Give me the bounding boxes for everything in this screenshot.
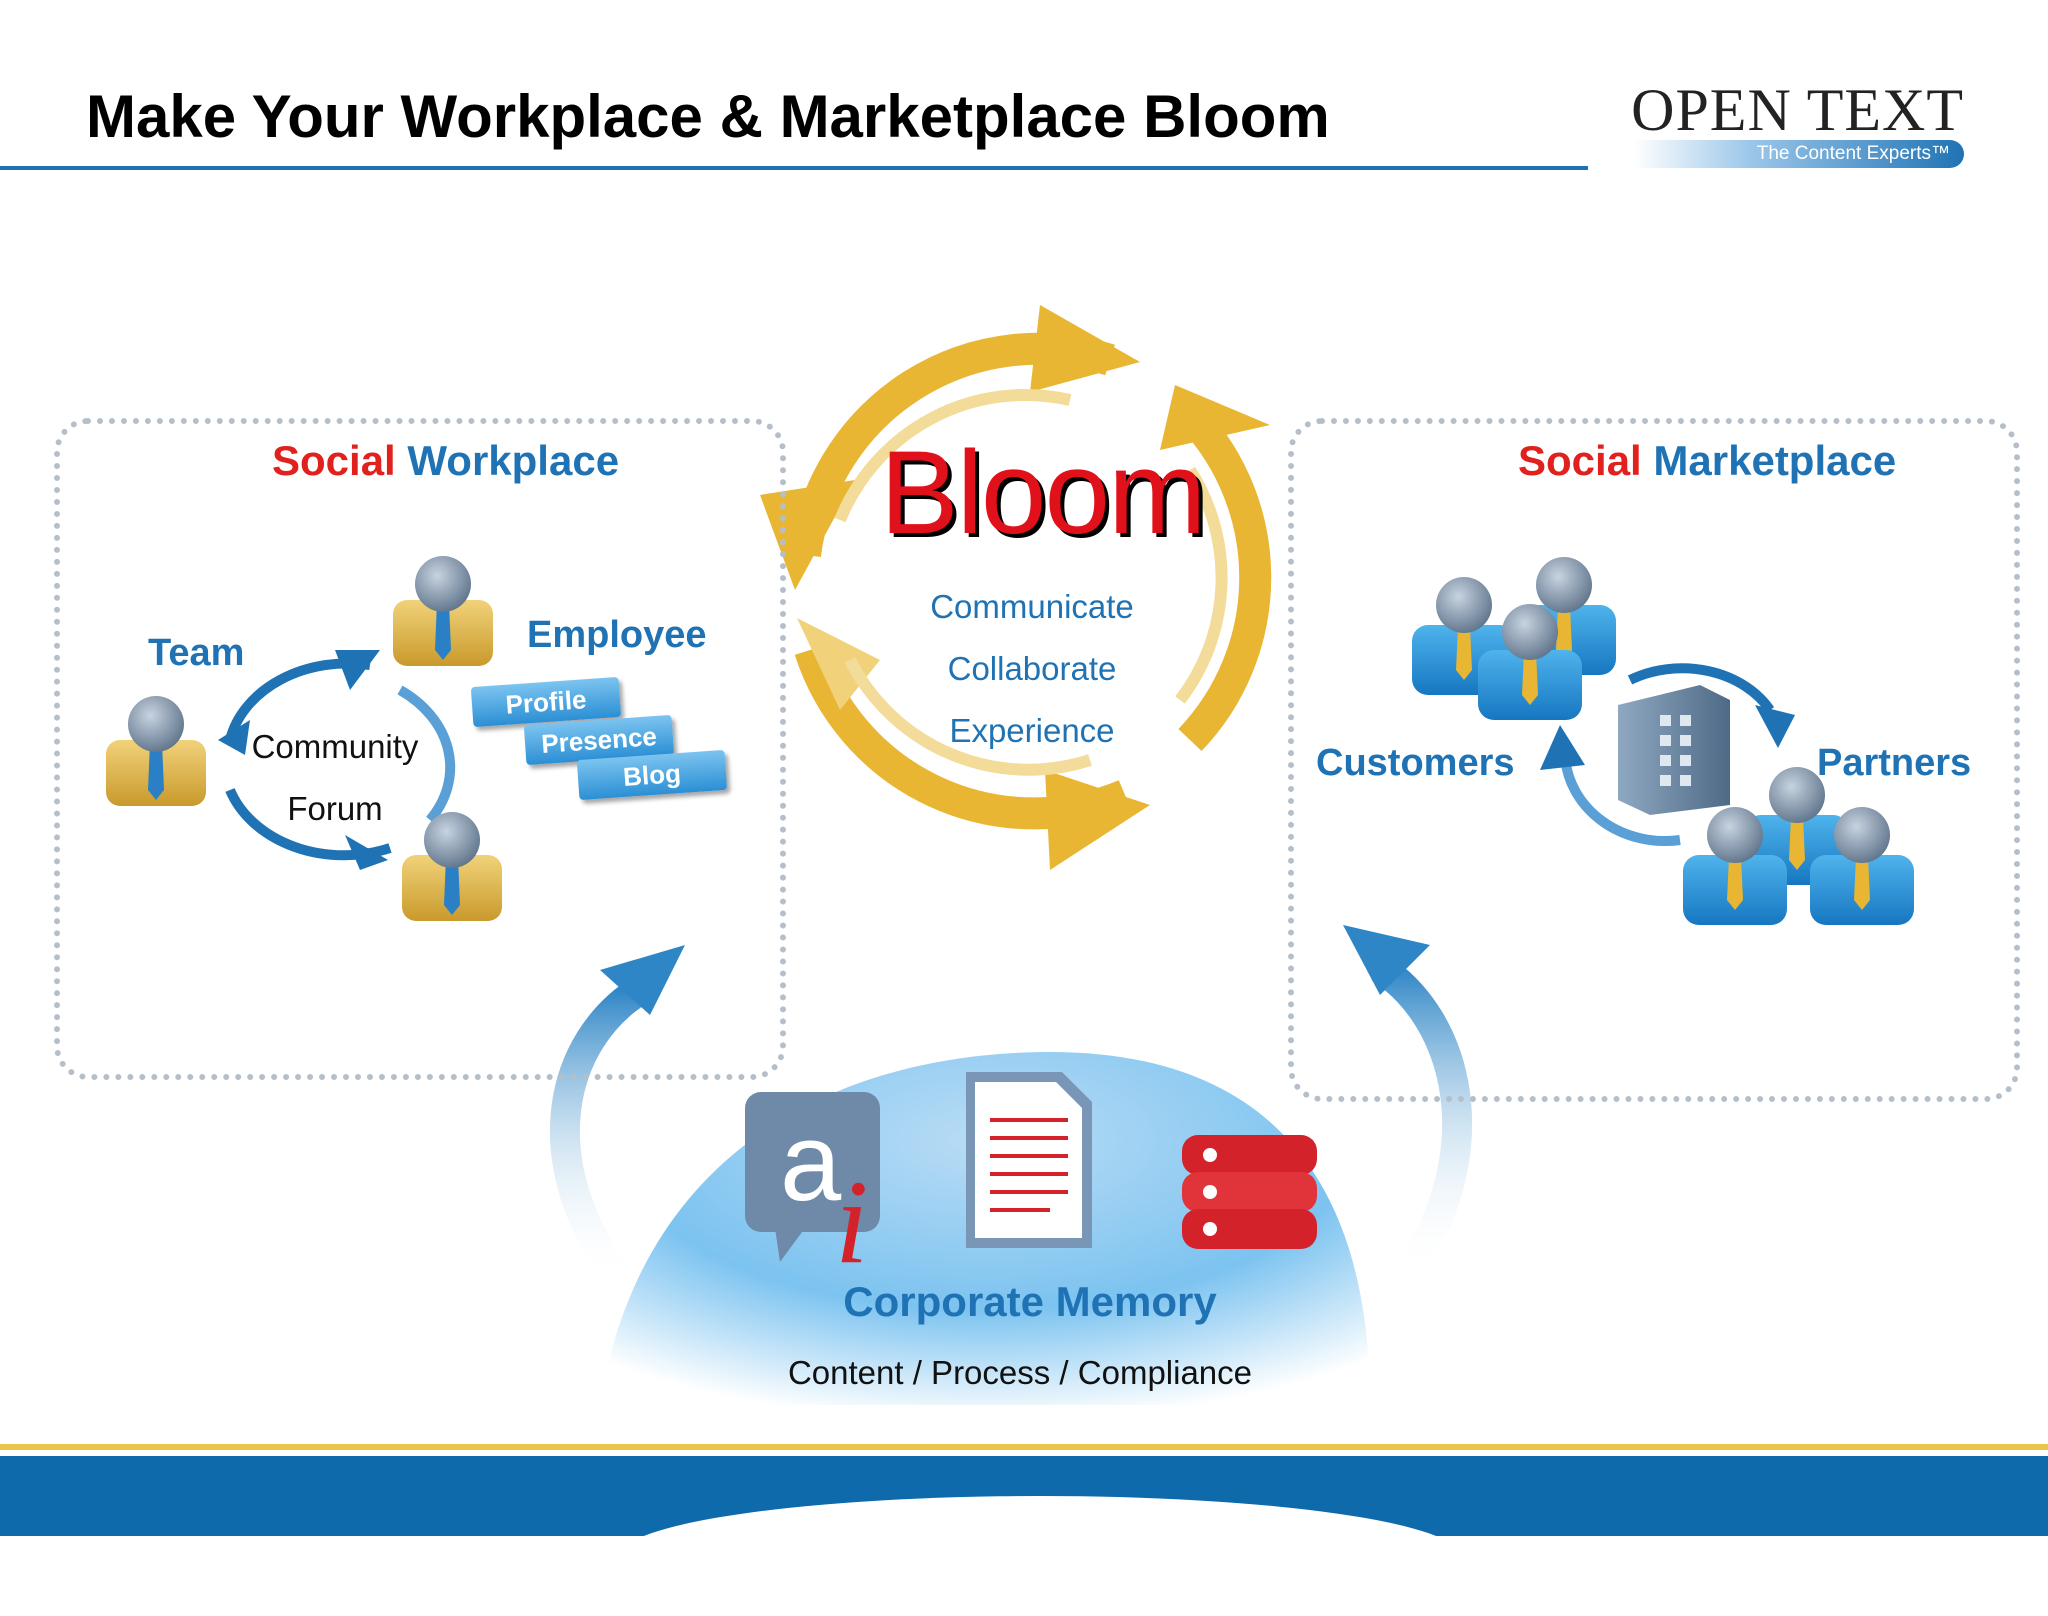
forum-person-icon <box>402 812 502 921</box>
verb-collaborate: Collaborate <box>947 650 1117 687</box>
customers-label: Customers <box>1316 742 1515 784</box>
employee-label: Employee <box>527 614 707 656</box>
marketplace-cycle-arrows <box>1540 663 1795 847</box>
partners-label: Partners <box>1817 742 1972 784</box>
arrow-memory-to-marketplace <box>1343 925 1473 1279</box>
svg-text:i: i <box>835 1155 868 1288</box>
opentext-logo: OPEN TEXT <box>1631 77 1964 143</box>
team-label: Team <box>148 632 245 674</box>
arrow-memory-to-workplace <box>550 945 685 1289</box>
partners-group-icon <box>1683 767 1914 925</box>
workplace-heading: Social Workplace <box>272 437 620 484</box>
verb-experience: Experience <box>949 712 1115 749</box>
information-icon: a i <box>745 1092 880 1288</box>
svg-text:a: a <box>780 1101 842 1224</box>
social-workplace-panel <box>54 418 786 1080</box>
verb-communicate: Communicate <box>930 588 1134 625</box>
corporate-memory-subtitle: Content / Process / Compliance <box>787 1354 1253 1391</box>
community-label: Community <box>251 728 419 765</box>
footer-gold-line <box>0 1444 2048 1450</box>
corporate-memory-title: Corporate Memory <box>843 1278 1217 1325</box>
document-icon <box>966 1072 1092 1248</box>
team-person-icon <box>106 696 206 806</box>
community-cycle-arrows <box>218 650 456 870</box>
footer-arc <box>620 1496 1460 1616</box>
employee-person-icon <box>393 556 493 666</box>
slide-title: Make Your Workplace & Marketplace Bloom <box>86 83 1330 150</box>
bloom-title: Bloom <box>880 427 1206 559</box>
forum-label: Forum <box>287 790 383 827</box>
title-underline <box>0 166 1588 170</box>
marketplace-heading: Social Marketplace <box>1518 437 1897 484</box>
customers-group-icon <box>1412 557 1616 720</box>
logo-tagline: The Content Experts™ <box>1634 140 1964 168</box>
database-icon <box>1182 1135 1317 1249</box>
social-marketplace-panel <box>1288 418 2020 1102</box>
building-icon <box>1618 685 1730 815</box>
